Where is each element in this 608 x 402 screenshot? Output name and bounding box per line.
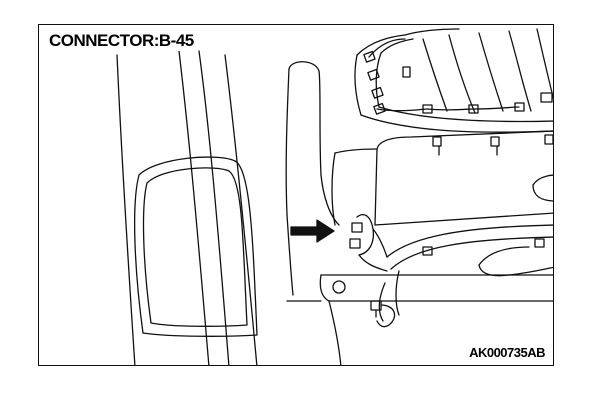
engine-block	[331, 130, 553, 226]
fender-outline	[116, 50, 258, 365]
injector-connectors	[363, 38, 553, 115]
connector-b45	[349, 214, 388, 272]
figure-code: AK000735AB	[467, 345, 547, 361]
diagram-frame: CONNECTOR:B-45 AK000735AB	[38, 24, 554, 366]
arrow-right-icon	[290, 219, 335, 243]
lower-connector	[370, 300, 396, 328]
connector-label: CONNECTOR:B-45	[47, 31, 196, 51]
wheel-well	[133, 156, 258, 337]
mounting-bracket	[286, 274, 553, 365]
engine-bay-illustration	[116, 28, 553, 365]
lower-harness	[378, 224, 553, 322]
strut-tower	[285, 61, 340, 296]
